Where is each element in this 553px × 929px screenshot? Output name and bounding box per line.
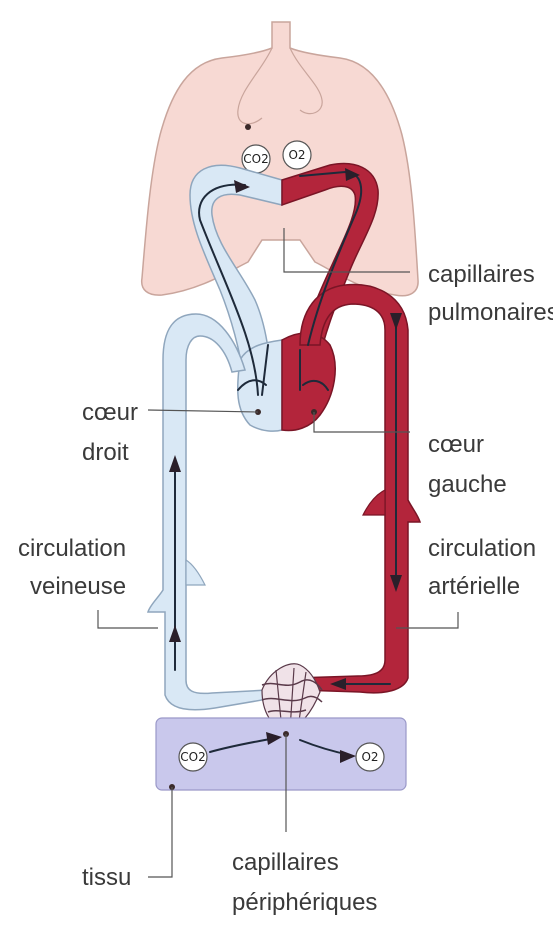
lungs <box>142 22 418 296</box>
label-capillaires-pulmonaires-1: capillaires <box>428 261 535 288</box>
o2-label-lungs: O2 <box>288 148 305 162</box>
right-heart <box>238 340 282 431</box>
label-tissu: tissu <box>82 864 131 891</box>
label-circulation-arterielle-2: artérielle <box>428 573 520 600</box>
arterial-branch <box>363 490 385 515</box>
label-coeur-droit-1: cœur <box>82 399 138 426</box>
label-circulation-veineuse-1: circulation <box>18 535 126 562</box>
label-capillaires-pulmonaires-2: pulmonaires <box>428 299 553 326</box>
label-coeur-gauche-1: cœur <box>428 431 484 458</box>
leader-tissu <box>148 787 172 877</box>
co2-label-tissue: CO2 <box>180 750 205 764</box>
label-capillaires-peripheriques-2: périphériques <box>232 889 377 916</box>
label-circulation-veineuse-2: veineuse <box>30 573 126 600</box>
label-coeur-gauche-2: gauche <box>428 471 507 498</box>
label-capillaires-peripheriques-1: capillaires <box>232 849 339 876</box>
lungs-shape <box>142 22 418 296</box>
label-coeur-droit-2: droit <box>82 439 129 466</box>
co2-label-lungs: CO2 <box>243 152 268 166</box>
venous-branch <box>186 560 205 585</box>
lung-dot <box>245 124 251 130</box>
o2-label-tissue: O2 <box>361 750 378 764</box>
tissue: CO2 O2 <box>156 718 406 790</box>
label-circulation-arterielle-1: circulation <box>428 535 536 562</box>
